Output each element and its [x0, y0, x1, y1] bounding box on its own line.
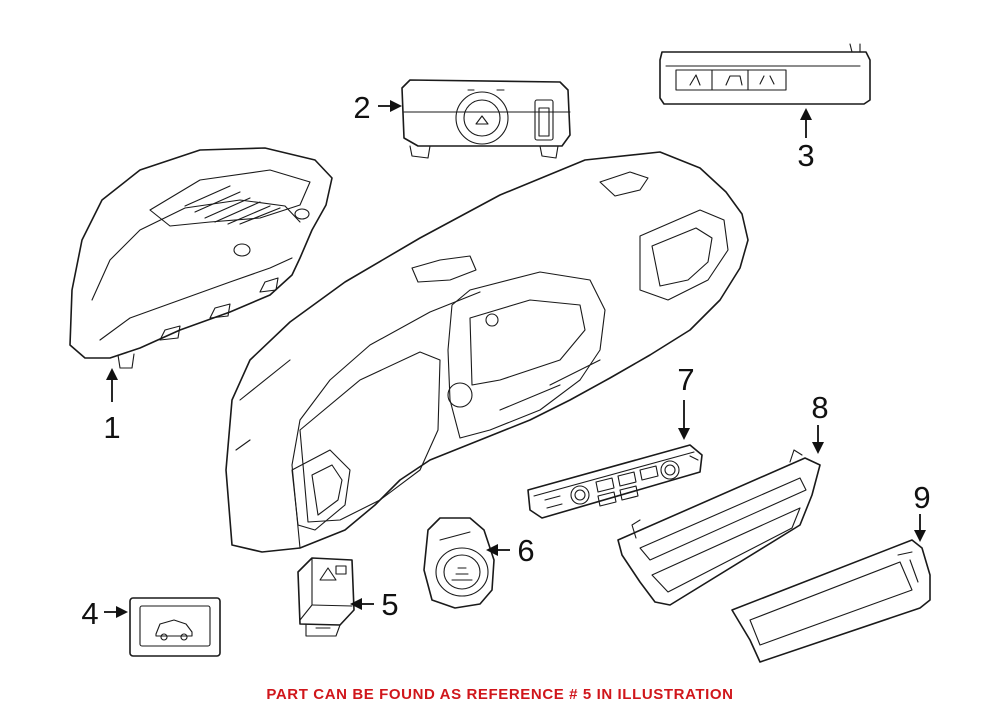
callout-number: 1	[103, 410, 120, 445]
reference-caption: PART CAN BE FOUND AS REFERENCE # 5 IN IL…	[266, 686, 734, 703]
callout-4: 4	[81, 596, 128, 631]
callout-9: 9	[913, 480, 931, 542]
headlight-switch	[401, 79, 571, 159]
callout-7: 7	[677, 362, 695, 440]
trim-panel	[731, 539, 931, 663]
instrument-cluster	[69, 147, 333, 369]
hazard-switch	[297, 557, 355, 637]
callout-number: 3	[797, 138, 814, 173]
climate-control-panel	[527, 444, 703, 519]
callout-number: 9	[913, 480, 930, 515]
callout-1: 1	[103, 368, 121, 445]
start-stop-switch	[423, 517, 495, 609]
callout-2: 2	[353, 90, 402, 125]
callout-number: 7	[677, 362, 694, 397]
trim-bezel	[617, 449, 821, 606]
callout-number: 6	[517, 533, 534, 568]
callout-number: 2	[353, 90, 370, 125]
callout-6: 6	[486, 533, 535, 568]
callout-5: 5	[350, 587, 399, 622]
dashboard-panel	[225, 151, 749, 553]
callout-3: 3	[797, 108, 815, 173]
callout-number: 5	[381, 587, 398, 622]
callout-number: 8	[811, 390, 828, 425]
callout-8: 8	[811, 390, 829, 454]
callout-number: 4	[81, 596, 98, 631]
trunk-release-switch	[129, 597, 221, 657]
overhead-switch-panel	[659, 43, 871, 105]
